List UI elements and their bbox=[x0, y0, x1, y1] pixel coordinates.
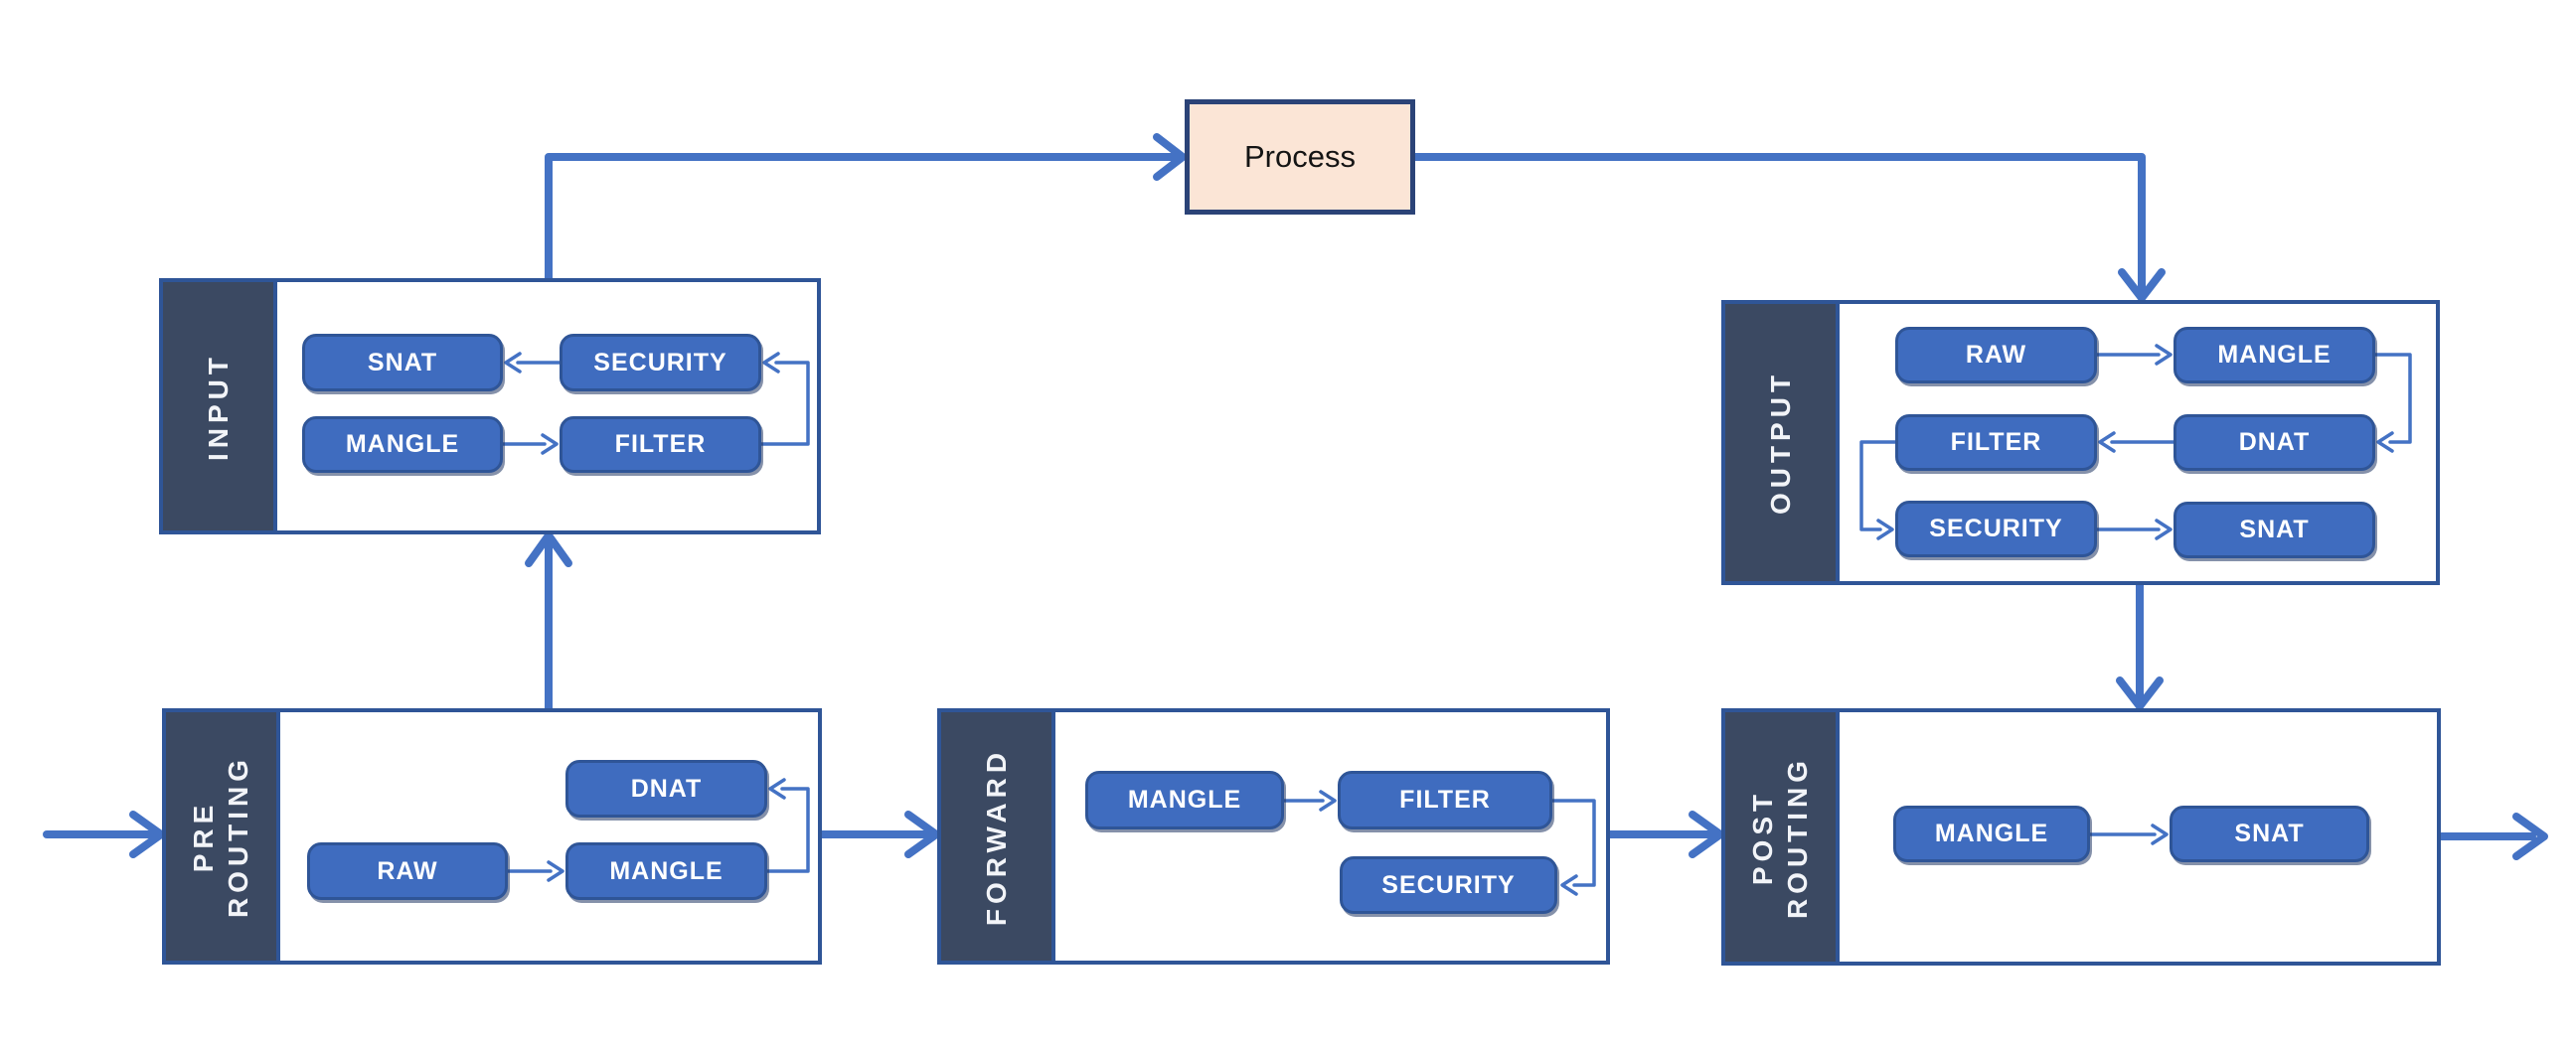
chain-output-security: SECURITY bbox=[1895, 501, 2097, 557]
hook-box-prerouting: PRE ROUTING bbox=[162, 708, 822, 965]
chain-output-mangle: MANGLE bbox=[2174, 327, 2375, 383]
chain-label: SECURITY bbox=[593, 348, 727, 376]
chain-label: RAW bbox=[377, 856, 438, 885]
chain-label: MANGLE bbox=[345, 430, 460, 458]
process-label: Process bbox=[1244, 139, 1356, 174]
process-node: Process bbox=[1185, 99, 1415, 215]
chain-label: FILTER bbox=[1399, 786, 1491, 814]
chain-output-raw: RAW bbox=[1895, 327, 2097, 383]
chain-forward-filter: FILTER bbox=[1338, 771, 1552, 829]
chain-forward-mangle: MANGLE bbox=[1085, 771, 1284, 829]
chain-prerouting-dnat: DNAT bbox=[565, 760, 767, 818]
chain-label: SNAT bbox=[367, 348, 438, 376]
chain-prerouting-raw: RAW bbox=[307, 842, 508, 900]
chain-label: FILTER bbox=[1950, 428, 2042, 456]
chain-postrouting-mangle: MANGLE bbox=[1893, 806, 2090, 862]
chain-label: RAW bbox=[1965, 341, 2027, 369]
hook-box-input: INPUT bbox=[159, 278, 821, 534]
connector-prerouting-to-input bbox=[525, 531, 572, 712]
sidebar-postrouting: POST ROUTING bbox=[1725, 712, 1840, 962]
connector-prerouting-to-forward bbox=[818, 811, 940, 858]
chain-label: MANGLE bbox=[1127, 786, 1242, 814]
connector-output-to-postrouting bbox=[2116, 581, 2164, 710]
sidebar-postrouting-label: POST ROUTING bbox=[1747, 755, 1814, 919]
connector-input-to-process bbox=[545, 133, 1187, 282]
chain-label: MANGLE bbox=[1934, 820, 2049, 847]
chain-output-snat: SNAT bbox=[2174, 502, 2375, 558]
chain-label: SECURITY bbox=[1929, 515, 2063, 542]
chain-label: DNAT bbox=[2238, 428, 2311, 456]
sidebar-input: INPUT bbox=[163, 282, 277, 530]
sidebar-output-label: OUTPUT bbox=[1765, 370, 1797, 516]
sidebar-forward-label: FORWARD bbox=[981, 747, 1012, 926]
connector-process-to-output bbox=[1411, 153, 2166, 302]
sidebar-forward: FORWARD bbox=[941, 712, 1055, 961]
chain-label: FILTER bbox=[614, 430, 707, 458]
sidebar-input-label: INPUT bbox=[203, 352, 234, 461]
chain-label: SNAT bbox=[2234, 820, 2305, 847]
chain-output-filter: FILTER bbox=[1895, 414, 2097, 471]
chain-label: SNAT bbox=[2239, 516, 2310, 543]
chain-label: SECURITY bbox=[1381, 870, 1516, 899]
chain-output-dnat: DNAT bbox=[2174, 414, 2375, 471]
connector-postrouting-to-network-out bbox=[2437, 813, 2548, 860]
connector-forward-to-postrouting bbox=[1606, 811, 1724, 858]
chain-label: MANGLE bbox=[609, 856, 724, 885]
chain-input-mangle: MANGLE bbox=[302, 416, 503, 473]
hook-box-forward: FORWARD bbox=[937, 708, 1610, 965]
chain-input-security: SECURITY bbox=[560, 334, 761, 391]
chain-label: MANGLE bbox=[2217, 341, 2332, 369]
connector-network-in-to-prerouting bbox=[43, 811, 165, 858]
chain-input-snat: SNAT bbox=[302, 334, 503, 391]
chain-label: DNAT bbox=[630, 774, 703, 803]
chain-prerouting-mangle: MANGLE bbox=[565, 842, 767, 900]
hook-box-output: OUTPUT bbox=[1721, 300, 2440, 585]
sidebar-prerouting: PRE ROUTING bbox=[166, 712, 280, 961]
chain-postrouting-snat: SNAT bbox=[2170, 806, 2369, 862]
chain-input-filter: FILTER bbox=[560, 416, 761, 473]
sidebar-output: OUTPUT bbox=[1725, 304, 1840, 581]
chain-forward-security: SECURITY bbox=[1340, 856, 1557, 914]
sidebar-prerouting-label: PRE ROUTING bbox=[188, 754, 254, 919]
